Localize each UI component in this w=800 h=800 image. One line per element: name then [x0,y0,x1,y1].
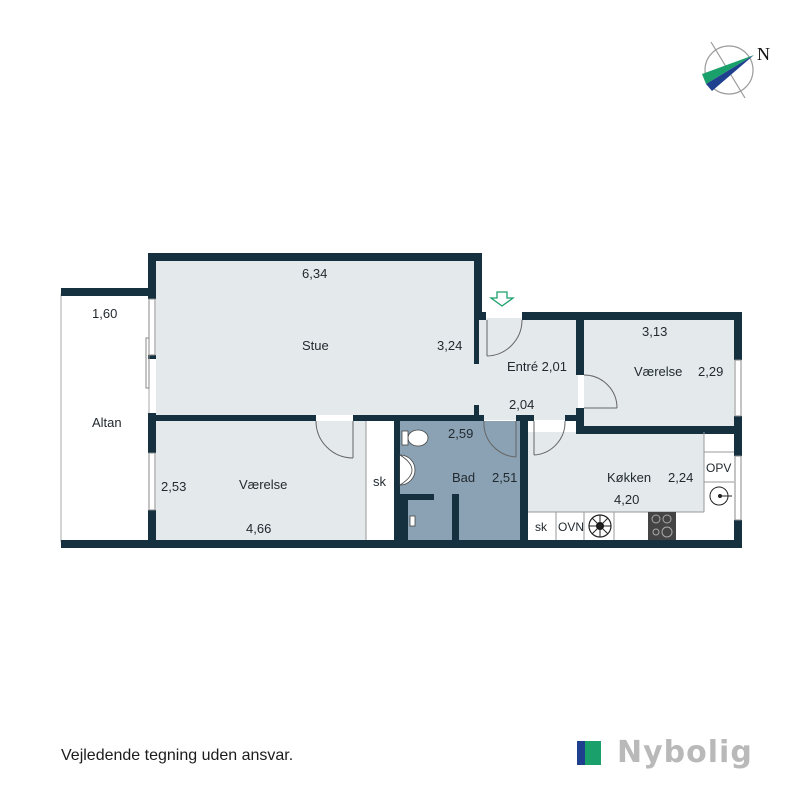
bad-label: Bad [452,470,475,485]
entre-dim: 2,04 [509,397,534,412]
balcony [60,293,150,543]
door-swings [315,319,618,459]
brand-name: Nybolig [617,735,753,770]
entrance-arrow-icon [489,291,515,307]
vaerelse-1-dim-depth: 2,29 [698,364,723,379]
disclaimer-text: Vejledende tegning uden ansvar. [61,747,294,764]
vaerelse-2-dim-width: 4,66 [246,521,271,536]
stove-icon [648,512,676,540]
toilet-icon [401,429,429,447]
koekken-dim-width: 4,20 [614,492,639,507]
brand-logo: Nybolig [577,738,753,768]
koekken-dim-depth: 2,24 [668,470,693,485]
vaerelse-2-dim-depth: 2,53 [161,479,186,494]
kitchen-closet-label: sk [535,520,548,534]
vaerelse-2-label: Værelse [239,477,287,492]
altan-label: Altan [92,415,122,430]
fan-icon [588,514,612,538]
kitchen-sink-icon [709,486,732,506]
windows [145,298,742,521]
stue-dim-width: 6,34 [302,266,327,281]
bad-dim-depth: 2,51 [492,470,517,485]
brand-mark-icon [577,741,601,765]
koekken-label: Køkken [607,470,651,485]
entre-label: Entré 2,01 [507,359,567,374]
bad-dim-width: 2,59 [448,426,473,441]
shower-tap-icon [409,515,416,527]
walls [61,253,742,548]
compass-icon: N [702,41,770,99]
stue-dim-depth: 3,24 [437,338,462,353]
vaerelse-1-dim-width: 3,13 [642,324,667,339]
altan-dim: 1,60 [92,306,117,321]
oven-label: OVN [558,520,584,534]
room-labels: 1,60 Altan 6,34 Stue 3,24 Entré 2,01 2,0… [92,266,731,536]
closet-label: sk [373,474,387,489]
sink-icon [399,454,416,486]
stue-label: Stue [302,338,329,353]
compass-north-label: N [757,44,770,64]
dishwasher-label: OPV [706,461,731,475]
floors [156,260,734,541]
vaerelse-1-label: Værelse [634,364,682,379]
